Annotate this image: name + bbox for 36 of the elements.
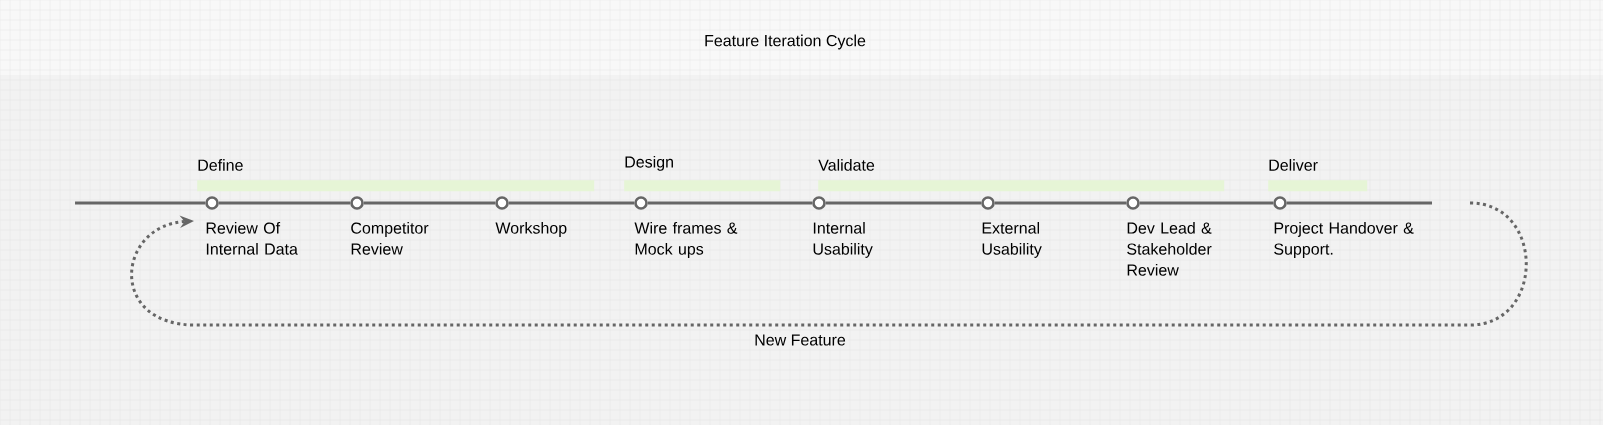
- return-arrow: [130, 201, 1528, 327]
- timeline-line: [1286, 201, 1432, 205]
- timeline-line: [363, 201, 496, 205]
- milestone: Dev Lead & Stakeholder Review: [1126, 196, 1212, 276]
- timeline-line: [647, 201, 813, 205]
- node-label: Workshop: [495, 222, 567, 237]
- milestone: Competitor Review: [350, 196, 429, 255]
- node-label: Project Handover & Support.: [1274, 222, 1414, 258]
- milestone: External Usability: [981, 196, 1042, 258]
- node-label: Design: [625, 155, 673, 171]
- node-label: Competitor Review: [351, 222, 429, 255]
- node-label: External Usability: [982, 222, 1042, 258]
- title: Feature Iteration Cycle: [705, 34, 866, 50]
- node-label: Internal Usability: [813, 222, 873, 258]
- node-label: Deliver: [1269, 159, 1318, 171]
- timeline-line: [508, 201, 635, 205]
- timeline-line: [75, 201, 206, 205]
- timeline-line: [825, 201, 982, 205]
- phase-band: Design: [624, 155, 781, 192]
- milestone: Review Of Internal Data: [205, 196, 298, 255]
- phase-band: Define: [197, 159, 595, 192]
- timeline-line: [218, 201, 351, 205]
- timeline-line: [1139, 201, 1274, 205]
- milestone: Wire frames & Mock ups: [634, 196, 738, 258]
- milestone: Project Handover & Support.: [1273, 196, 1414, 258]
- node-label: Wire frames & Mock ups: [634, 222, 738, 258]
- timeline-line: [994, 201, 1127, 205]
- milestone: Workshop: [495, 196, 567, 237]
- node-label: Review Of Internal Data: [206, 222, 298, 255]
- phase-band: Validate: [818, 159, 1225, 192]
- node-label: Dev Lead & Stakeholder Review: [1127, 222, 1212, 276]
- edge-label: New Feature: [752, 332, 848, 348]
- node-label: Validate: [818, 159, 875, 171]
- phase-band: Deliver: [1268, 159, 1368, 192]
- milestone: Internal Usability: [812, 196, 873, 258]
- node-label: Define: [198, 159, 243, 171]
